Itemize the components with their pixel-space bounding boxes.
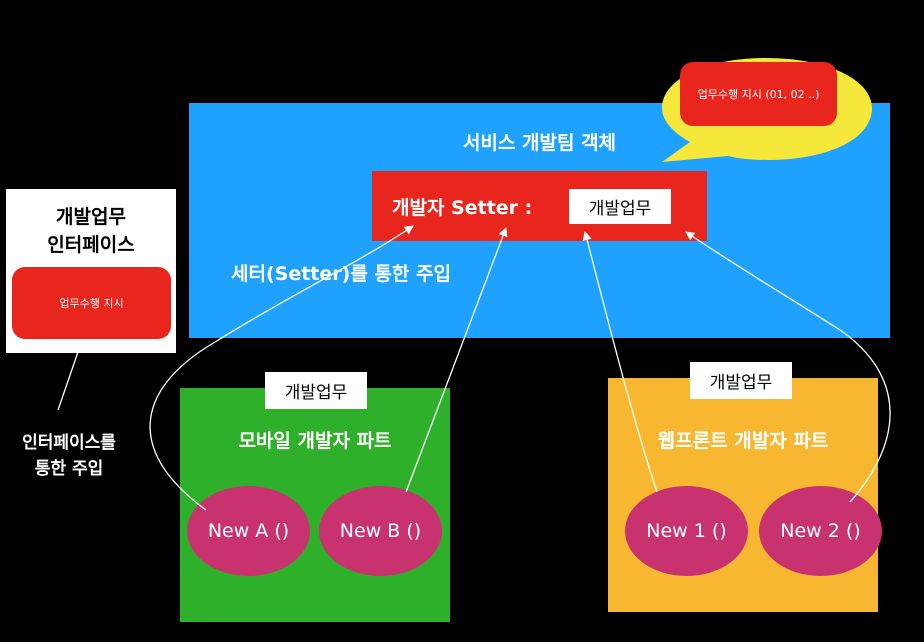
bubble-instruction-button: 업무수행 지시 (01, 02 ..) (680, 62, 837, 126)
setter-injection-label: 세터(Setter)를 통한 주입 (231, 262, 451, 285)
setter-value-box: 개발업무 (569, 189, 671, 224)
interface-title-line1: 개발업무 (56, 206, 126, 229)
mobile-team-tag: 개발업무 (265, 372, 367, 409)
frontend-team-title: 웹프론트 개발자 파트 (657, 429, 829, 452)
interface-instruction-button: 업무수행 지시 (12, 267, 171, 339)
interface-injection-line2: 통한 주입 (34, 459, 104, 479)
interface-title: 개발업무 인터페이스 (6, 203, 176, 261)
arrow-interface-to-box (57, 351, 79, 411)
node-new-a: New A () (187, 486, 310, 576)
node-new-2: New 2 () (759, 486, 882, 576)
interface-title-line2: 인터페이스 (47, 234, 135, 256)
node-new-1: New 1 () (625, 486, 748, 576)
node-new-b: New B () (319, 486, 442, 576)
interface-injection-line1: 인터페이스를 (22, 432, 116, 453)
setter-label: 개발자 Setter : (392, 196, 533, 219)
mobile-team-title: 모바일 개발자 파트 (238, 429, 392, 452)
frontend-team-tag: 개발업무 (690, 362, 792, 399)
service-team-title: 서비스 개발팀 객체 (462, 131, 617, 154)
interface-injection-label: 인터페이스를 통한 주입 (2, 426, 136, 486)
